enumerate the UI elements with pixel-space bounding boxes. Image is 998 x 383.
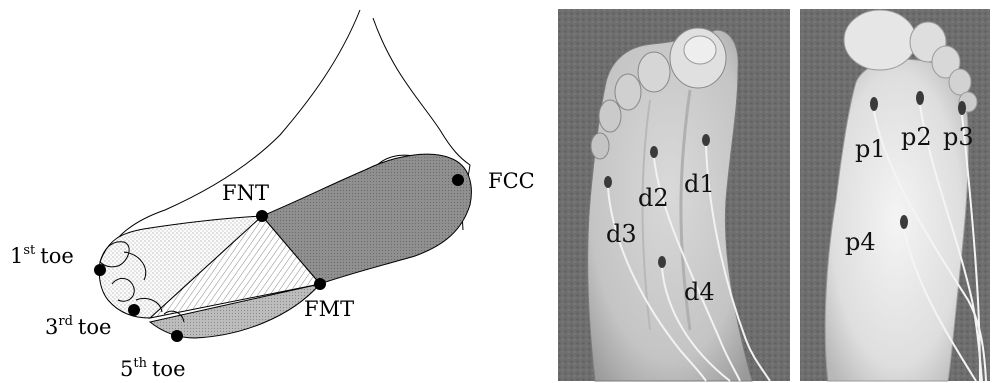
- plantar-photo: p1 p2 p3 p4: [800, 9, 990, 381]
- toe3-number: 3: [45, 315, 58, 339]
- electrode-d3: [604, 176, 612, 188]
- toe5-suffix: th: [133, 356, 147, 371]
- electrode-p1: [870, 97, 878, 111]
- electrode-d1: [702, 134, 710, 146]
- dorsal-toe-5: [591, 133, 609, 159]
- toe1-word: toe: [40, 244, 74, 268]
- fcc-label: FCC: [488, 169, 535, 193]
- fmt-point: [314, 278, 326, 290]
- fmt-label: FMT: [304, 297, 354, 321]
- toe3-word: toe: [78, 315, 112, 339]
- plantar-toe-4: [949, 69, 971, 95]
- electrode-d2: [650, 146, 658, 158]
- toe1-number: 1: [10, 244, 23, 268]
- toe5-point: [171, 330, 183, 342]
- label-p1: p1: [855, 135, 886, 163]
- toe5-number: 5: [120, 357, 133, 381]
- toe1-point: [94, 264, 106, 276]
- electrode-p3: [958, 101, 966, 115]
- electrode-p4: [900, 215, 908, 229]
- dorsal-big-toenail: [684, 36, 716, 64]
- toe1-suffix: st: [23, 243, 36, 258]
- label-d1: d1: [684, 170, 715, 198]
- label-d2: d2: [638, 184, 669, 212]
- label-p3: p3: [943, 123, 974, 151]
- label-d4: d4: [684, 278, 715, 306]
- electrode-d4: [658, 256, 666, 268]
- toe3-point: [128, 304, 140, 316]
- electrode-p2: [916, 91, 924, 105]
- label-d3: d3: [606, 220, 637, 248]
- dorsal-photo: d1 d2 d3 d4: [558, 9, 790, 381]
- fnt-label: FNT: [222, 181, 269, 205]
- plantar-big-toe: [844, 10, 916, 70]
- fcc-point: [452, 174, 464, 186]
- fnt-point: [256, 210, 268, 222]
- dorsal-toe-2: [638, 52, 670, 92]
- dorsal-toe-4: [599, 100, 621, 132]
- toe3-suffix: rd: [58, 314, 73, 329]
- label-p2: p2: [901, 123, 932, 151]
- toe5-word: toe: [152, 357, 186, 381]
- label-p4: p4: [845, 228, 876, 256]
- dorsal-toe-3: [615, 74, 641, 110]
